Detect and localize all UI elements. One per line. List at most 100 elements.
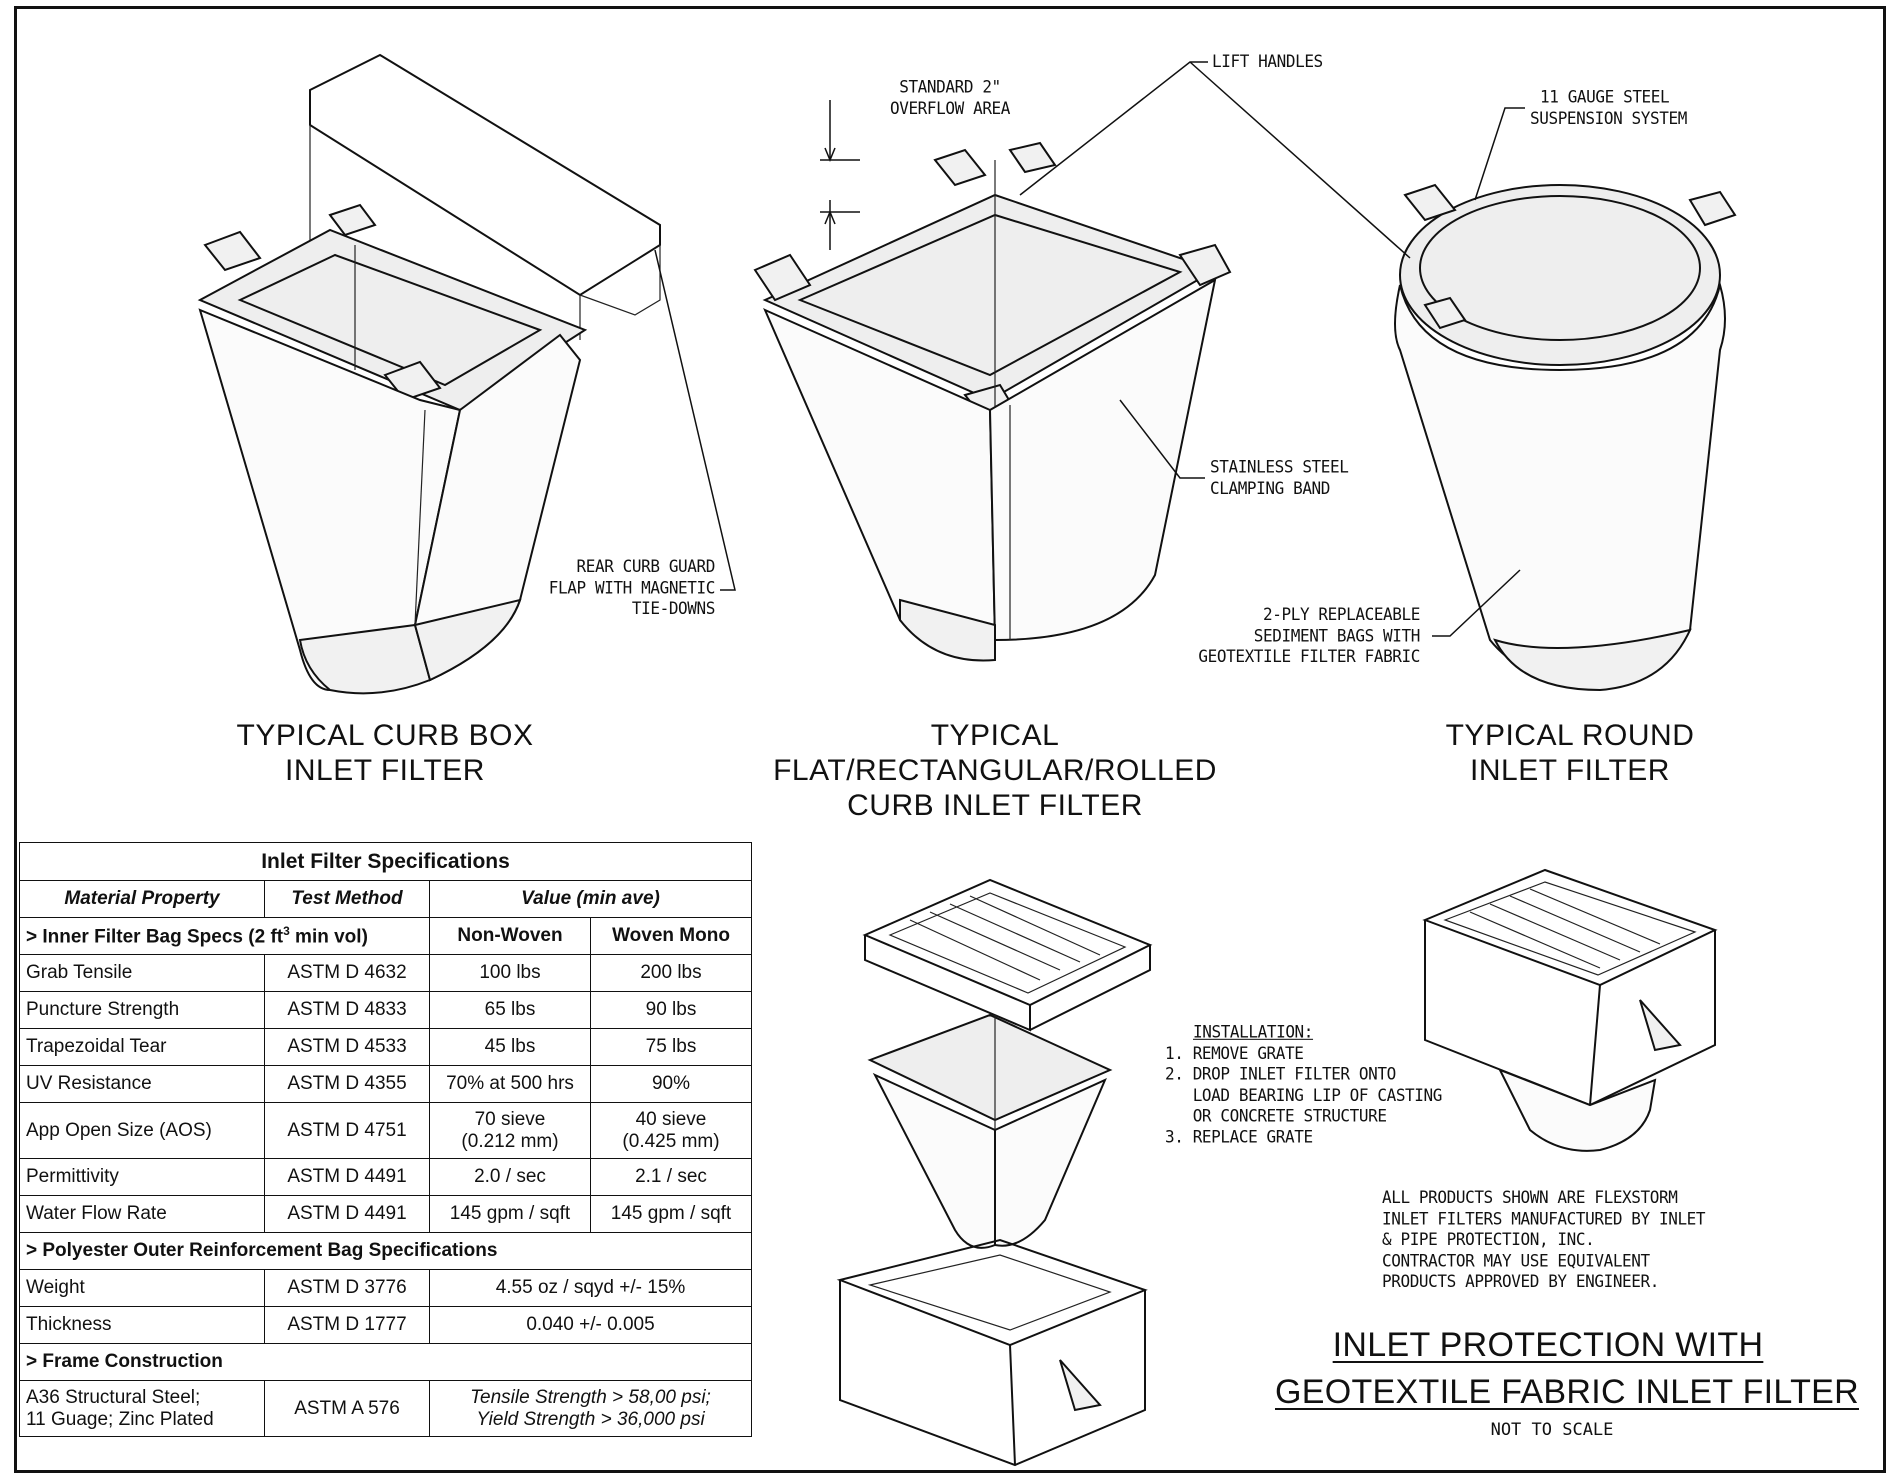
cell-nonwoven: 2.0 / sec xyxy=(429,1158,591,1196)
spec-table: Inlet Filter Specifications Material Pro… xyxy=(19,842,752,1437)
installation-notes: INSTALLATION: 1. REMOVE GRATE 2. DROP IN… xyxy=(1165,1022,1442,1148)
assembled-inlet-drawing xyxy=(1422,868,1718,1152)
inner-section-label-sup: 3 xyxy=(283,923,290,938)
inner-section-col1: Non-Woven xyxy=(429,917,591,955)
frame-value-line1: Tensile Strength > 58,00 psi; xyxy=(470,1386,711,1408)
callout-sediment-bags-line1: 2-PLY REPLACEABLE xyxy=(1263,604,1420,625)
exploded-assembly-drawing xyxy=(836,878,1153,1467)
table-row: App Open Size (AOS) ASTM D 4751 70 sieve… xyxy=(19,1102,752,1159)
products-note-line: & PIPE PROTECTION, INC. xyxy=(1382,1229,1595,1250)
callout-curb-guard-line3: TIE-DOWNS xyxy=(631,598,716,619)
cell-nonwoven: 45 lbs xyxy=(429,1028,591,1066)
cell-nonwoven: 100 lbs xyxy=(429,954,591,992)
cell-method: ASTM D 4491 xyxy=(264,1195,430,1233)
cell-property: Grab Tensile xyxy=(19,954,265,992)
caption-round-line1: TYPICAL ROUND xyxy=(1445,719,1695,752)
curb-box-filter-drawing xyxy=(197,53,661,695)
cell-property: Trapezoidal Tear xyxy=(19,1028,265,1066)
inner-section-row: > Inner Filter Bag Specs (2 ft3 min vol)… xyxy=(19,917,752,955)
aos-nonwoven-line1: 70 sieve xyxy=(474,1108,546,1130)
frame-section-row: > Frame Construction xyxy=(19,1343,752,1381)
table-row: A36 Structural Steel;11 Guage; Zinc Plat… xyxy=(19,1380,752,1437)
caption-round: TYPICAL ROUND INLET FILTER xyxy=(1420,718,1720,788)
cell-woven: 200 lbs xyxy=(590,954,752,992)
table-row: Thickness ASTM D 1777 0.040 +/- 0.005 xyxy=(19,1306,752,1344)
products-note-line: PRODUCTS APPROVED BY ENGINEER. xyxy=(1382,1271,1659,1292)
cell-property: Puncture Strength xyxy=(19,991,265,1029)
header-test-method: Test Method xyxy=(264,880,430,918)
callout-curb-guard-line2: FLAP WITH MAGNETIC xyxy=(548,577,716,598)
products-note: ALL PRODUCTS SHOWN ARE FLEXSTORM INLET F… xyxy=(1382,1187,1706,1293)
callout-curb-guard-line1: REAR CURB GUARD xyxy=(576,556,716,577)
callout-suspension: 11 GAUGE STEEL SUSPENSION SYSTEM xyxy=(1530,87,1687,129)
caption-flat-curb-line1: TYPICAL xyxy=(930,719,1060,752)
caption-round-line2: INLET FILTER xyxy=(1470,754,1670,787)
callout-suspension-line1: 11 GAUGE STEEL xyxy=(1540,87,1670,107)
cell-property: Thickness xyxy=(19,1306,265,1344)
cell-woven: 40 sieve(0.425 mm) xyxy=(590,1102,752,1159)
callout-sediment-bags: 2-PLY REPLACEABLE SEDIMENT BAGS WITH GEO… xyxy=(1130,605,1420,668)
cell-value: 4.55 oz / sqyd +/- 15% xyxy=(429,1269,752,1307)
cell-woven: 75 lbs xyxy=(590,1028,752,1066)
cell-method: ASTM D 4833 xyxy=(264,991,430,1029)
table-row: UV Resistance ASTM D 4355 70% at 500 hrs… xyxy=(19,1065,752,1103)
header-material-property: Material Property xyxy=(19,880,265,918)
callout-curb-guard: REAR CURB GUARD FLAP WITH MAGNETIC TIE-D… xyxy=(500,556,716,620)
callout-clamping-band-line2: CLAMPING BAND xyxy=(1210,478,1331,498)
cell-value: Tensile Strength > 58,00 psi;Yield Stren… xyxy=(429,1380,752,1437)
table-row: Trapezoidal Tear ASTM D 4533 45 lbs 75 l… xyxy=(19,1028,752,1066)
cell-method: ASTM D 3776 xyxy=(264,1269,430,1307)
table-row: Water Flow Rate ASTM D 4491 145 gpm / sq… xyxy=(19,1195,752,1233)
cell-property: App Open Size (AOS) xyxy=(19,1102,265,1159)
installation-step: 1. REMOVE GRATE xyxy=(1165,1043,1304,1063)
callout-sediment-bags-line3: GEOTEXTILE FILTER FABRIC xyxy=(1198,646,1420,667)
cell-property: UV Resistance xyxy=(19,1065,265,1103)
header-value: Value (min ave) xyxy=(429,880,752,918)
sheet-border xyxy=(14,6,1886,1473)
table-row: Weight ASTM D 3776 4.55 oz / sqyd +/- 15… xyxy=(19,1269,752,1307)
inner-section-label-post: min vol) xyxy=(289,926,368,948)
table-row: Puncture Strength ASTM D 4833 65 lbs 90 … xyxy=(19,991,752,1029)
installation-heading: INSTALLATION: xyxy=(1193,1022,1314,1042)
products-note-line: ALL PRODUCTS SHOWN ARE FLEXSTORM xyxy=(1382,1187,1678,1208)
spec-table-header-row: Material Property Test Method Value (min… xyxy=(19,880,752,918)
cell-nonwoven: 70% at 500 hrs xyxy=(429,1065,591,1103)
installation-step: LOAD BEARING LIP OF CASTING xyxy=(1165,1085,1443,1105)
caption-curb-box: TYPICAL CURB BOX INLET FILTER xyxy=(200,718,570,788)
cell-property: Permittivity xyxy=(19,1158,265,1196)
cell-method: ASTM D 1777 xyxy=(264,1306,430,1344)
installation-step: OR CONCRETE STRUCTURE xyxy=(1165,1106,1387,1126)
cell-nonwoven: 65 lbs xyxy=(429,991,591,1029)
frame-section-label: > Frame Construction xyxy=(19,1343,752,1381)
cell-nonwoven: 145 gpm / sqft xyxy=(429,1195,591,1233)
flat-curb-filter-drawing xyxy=(753,141,1232,662)
table-row: Grab Tensile ASTM D 4632 100 lbs 200 lbs xyxy=(19,954,752,992)
callout-clamping-band: STAINLESS STEEL CLAMPING BAND xyxy=(1210,457,1349,499)
main-title-line2: GEOTEXTILE FABRIC INLET FILTER xyxy=(1275,1373,1859,1411)
main-title-line1: INLET PROTECTION WITH xyxy=(1332,1326,1764,1364)
cell-property: Weight xyxy=(19,1269,265,1307)
spec-table-title: Inlet Filter Specifications xyxy=(19,842,752,881)
callout-overflow: STANDARD 2" OVERFLOW AREA xyxy=(855,77,1045,119)
scale-note: NOT TO SCALE xyxy=(1490,1420,1614,1440)
cell-woven: 2.1 / sec xyxy=(590,1158,752,1196)
aos-nonwoven-line2: (0.212 mm) xyxy=(461,1130,559,1152)
cell-nonwoven: 70 sieve(0.212 mm) xyxy=(429,1102,591,1159)
callout-overflow-line2: OVERFLOW AREA xyxy=(889,98,1011,118)
products-note-line: CONTRACTOR MAY USE EQUIVALENT xyxy=(1382,1250,1650,1271)
cell-property: Water Flow Rate xyxy=(19,1195,265,1233)
inner-section-label-pre: > Inner Filter Bag Specs (2 ft xyxy=(26,926,284,948)
cell-woven: 90% xyxy=(590,1065,752,1103)
inner-section-label: > Inner Filter Bag Specs (2 ft3 min vol) xyxy=(19,917,430,955)
callout-suspension-line2: SUSPENSION SYSTEM xyxy=(1530,108,1687,128)
callout-lift-handles: LIFT HANDLES xyxy=(1212,51,1323,72)
installation-step: 2. DROP INLET FILTER ONTO xyxy=(1165,1064,1396,1084)
frame-property-line2: 11 Guage; Zinc Plated xyxy=(26,1408,214,1430)
table-row: Permittivity ASTM D 4491 2.0 / sec 2.1 /… xyxy=(19,1158,752,1196)
products-note-line: INLET FILTERS MANUFACTURED BY INLET xyxy=(1382,1208,1706,1229)
outer-section-row: > Polyester Outer Reinforcement Bag Spec… xyxy=(19,1232,752,1270)
cell-method: ASTM D 4751 xyxy=(264,1102,430,1159)
callout-clamping-band-line1: STAINLESS STEEL xyxy=(1210,457,1349,477)
installation-step: 3. REPLACE GRATE xyxy=(1165,1127,1313,1147)
